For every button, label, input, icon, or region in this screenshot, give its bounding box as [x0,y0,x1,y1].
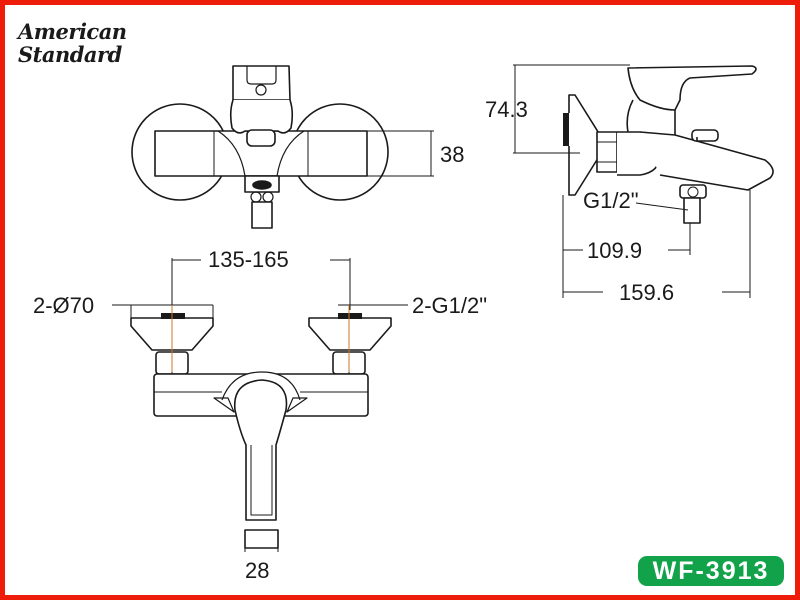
dim-side-height: 74.3 [485,97,528,122]
front-view [112,258,408,552]
model-number-badge: WF-3913 [638,556,784,586]
brand-logo: American Standard [18,20,127,66]
dim-front-center-distance: 135-165 [208,247,289,272]
dim-front-flange-diameter: 2-Ø70 [33,293,94,318]
dim-front-spout-width: 28 [245,558,269,583]
dim-top-depth: 38 [440,142,464,167]
dim-side-outlet-thread: G1/2" [583,188,639,213]
dim-front-inlet-thread: 2-G1/2" [412,293,487,318]
dim-side-total-length: 159.6 [619,280,674,305]
dim-side-outlet-offset: 109.9 [587,238,642,263]
top-view [131,65,434,229]
brand-line-1: American [18,19,127,44]
brand-line-2: Standard [18,42,122,67]
side-view [513,64,774,298]
